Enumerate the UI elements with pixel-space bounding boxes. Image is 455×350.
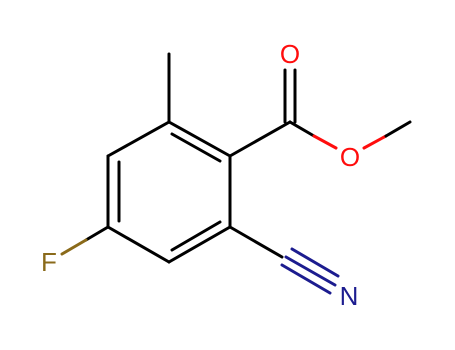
ester-o-bond-dark (288, 120, 316, 138)
ring-bond-5 (106, 225, 171, 264)
benzene-ring (106, 120, 232, 264)
carbonyl-oxygen-label: O (280, 39, 300, 69)
ester-o-bond-red (312, 134, 338, 150)
nitrile-bond-1 (228, 225, 284, 259)
nitrile-triple-2 (290, 247, 340, 278)
o-methyl-bond-red (362, 134, 388, 150)
nitrile-triple-3 (280, 263, 332, 295)
ester-group (228, 68, 412, 158)
ring-bond-4-inner (170, 220, 222, 252)
nitrile-triple-1 (284, 255, 337, 287)
o-methyl-bond-dark (384, 120, 412, 138)
ring-bond-2 (167, 120, 232, 158)
ring-bond-4 (167, 225, 232, 264)
ester-oxygen-label: O (340, 142, 360, 172)
fluorine-label: F (41, 247, 57, 277)
nitrile-group (228, 225, 340, 295)
fluorine-bond-dark (84, 225, 110, 242)
nitrile-nitrogen-label: N (340, 281, 359, 311)
ring-bond-2-inner (170, 132, 222, 163)
fluorine-bond-gold (60, 238, 88, 256)
ring-bond-1 (106, 120, 171, 158)
carbonyl-carbon-bond (228, 120, 292, 158)
